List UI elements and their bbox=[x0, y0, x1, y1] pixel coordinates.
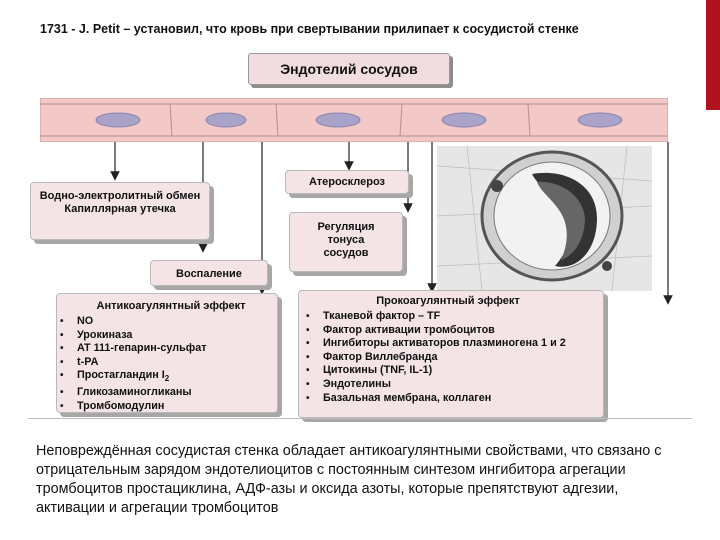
cell-nucleus bbox=[205, 112, 247, 128]
cell-nucleus bbox=[315, 112, 361, 128]
water-electrolyte-label: Водно-электролитный обмен Капиллярная ут… bbox=[39, 190, 201, 215]
inflammation-label: Воспаление bbox=[176, 268, 242, 280]
anticoagulant-title: Антикоагулянтный эффект bbox=[96, 300, 246, 312]
list-item: Урокиназа bbox=[57, 329, 271, 343]
list-item: Тромбомодулин bbox=[57, 400, 271, 414]
list-item: Простагландин I2 bbox=[57, 369, 271, 386]
cell-nucleus bbox=[95, 112, 141, 128]
vessel-micrograph-image bbox=[437, 146, 652, 291]
procoagulant-list: Тканевой фактор – TF Фактор активации тр… bbox=[299, 310, 597, 405]
list-item: NO bbox=[57, 315, 271, 329]
diagram-title: Эндотелий сосудов bbox=[248, 53, 450, 85]
list-item: Базальная мембрана, коллаген bbox=[303, 392, 597, 406]
accent-bar bbox=[706, 0, 720, 110]
anticoagulant-effect-box: Антикоагулянтный эффект NO Урокиназа AT … bbox=[56, 293, 278, 413]
list-item: t-PA bbox=[57, 356, 271, 370]
cell-nucleus bbox=[577, 112, 623, 128]
list-item: AT 111-гепарин-сульфат bbox=[57, 342, 271, 356]
list-item: Гликозаминогликаны bbox=[57, 386, 271, 400]
atherosclerosis-label: Атеросклероз bbox=[308, 176, 386, 188]
procoagulant-effect-box: Прокоагулянтный эффект Тканевой фактор –… bbox=[298, 290, 604, 418]
list-item: Цитокины (TNF, IL-1) bbox=[303, 364, 597, 378]
slide-header: 1731 - J. Petit – установил, что кровь п… bbox=[40, 22, 579, 36]
vascular-tone-label: Регуляция тонуса сосудов bbox=[317, 221, 375, 259]
procoagulant-title: Прокоагулянтный эффект bbox=[376, 295, 520, 307]
atherosclerosis-box: Атеросклероз bbox=[285, 170, 409, 194]
list-item: Фактор активации тромбоцитов bbox=[303, 324, 597, 338]
anticoagulant-list: NO Урокиназа AT 111-гепарин-сульфат t-PA… bbox=[57, 315, 271, 413]
inflammation-box: Воспаление bbox=[150, 260, 268, 286]
water-electrolyte-box: Водно-электролитный обмен Капиллярная ут… bbox=[30, 182, 210, 240]
list-item: Эндотелины bbox=[303, 378, 597, 392]
list-item: Тканевой фактор – TF bbox=[303, 310, 597, 324]
description-text: Неповреждённая сосудистая стенка обладае… bbox=[36, 443, 662, 516]
list-item: Ингибиторы активаторов плазминогена 1 и … bbox=[303, 337, 597, 351]
divider bbox=[28, 418, 692, 419]
cell-nucleus bbox=[441, 112, 487, 128]
list-item: Фактор Виллебранда bbox=[303, 351, 597, 365]
vascular-tone-box: Регуляция тонуса сосудов bbox=[289, 212, 403, 272]
endothelium-illustration bbox=[40, 98, 668, 142]
